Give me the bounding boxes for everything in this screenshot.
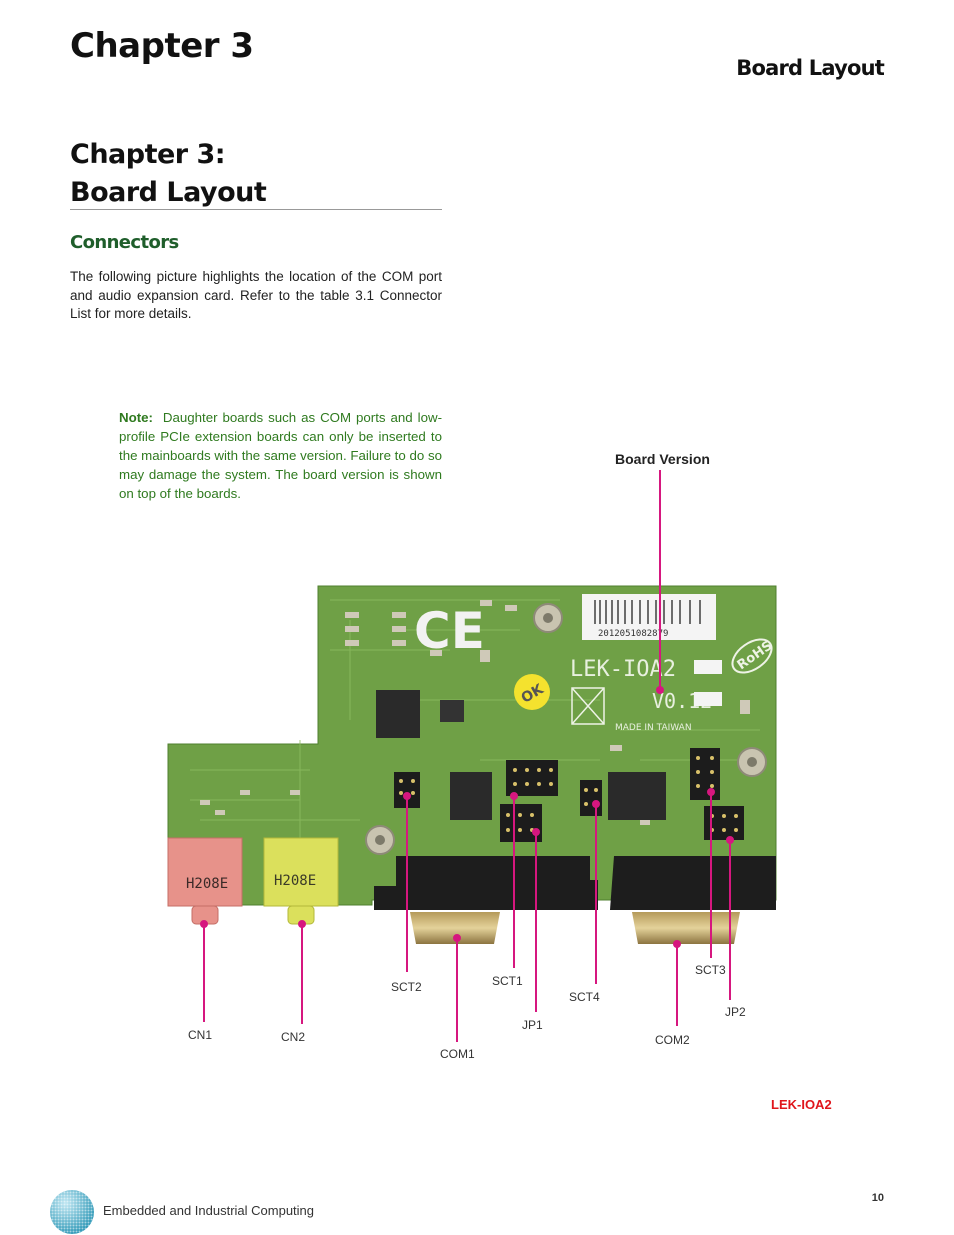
ce-mark: CE [414, 602, 485, 660]
label-cn2: CN2 [281, 1030, 306, 1044]
label-sct1: SCT1 [492, 974, 523, 988]
label-sct3: SCT3 [695, 963, 726, 977]
note-text: Daughter boards such as COM ports and lo… [119, 410, 443, 501]
svg-text:H208E: H208E [274, 873, 316, 889]
label-cn1: CN1 [188, 1028, 213, 1042]
chip-u1 [376, 690, 420, 738]
page-title-line1: Chapter 3: [70, 139, 226, 170]
serial-text: 2012051082879 [598, 629, 668, 639]
com1-shell [374, 856, 598, 910]
label-jp1: JP1 [522, 1018, 543, 1032]
regulator [440, 700, 464, 722]
page-number: 10 [871, 1192, 884, 1204]
page-title: Chapter 3: Board Layout [70, 136, 267, 212]
note-label: Note: [119, 410, 153, 425]
com2-shell [610, 856, 776, 910]
svg-text:H208E: H208E [186, 876, 228, 892]
label-com1: COM1 [440, 1047, 475, 1061]
ok-sticker [514, 674, 550, 710]
footer-company: Embedded and Industrial Computing [103, 1203, 315, 1218]
label-jp2: JP2 [725, 1005, 746, 1019]
company-logo-icon [50, 1190, 94, 1234]
connectors-description: The following picture highlights the loc… [70, 269, 442, 321]
chip-u4 [608, 772, 666, 820]
label-sct2: SCT2 [391, 980, 422, 994]
header-sct4 [580, 780, 602, 816]
board-version-label: Board Version [615, 451, 710, 467]
barcode-label [582, 594, 716, 640]
weee-icon [571, 687, 605, 725]
header-sct3 [690, 748, 720, 800]
made-in-silkscreen: MADE IN TAIWAN [615, 723, 692, 733]
label-com2: COM2 [655, 1033, 690, 1047]
model-silkscreen: LEK-IOA2 [570, 657, 676, 682]
header-sct1 [506, 760, 558, 796]
chip-u3 [450, 772, 492, 820]
label-sct4: SCT4 [569, 990, 600, 1004]
chapter-header: Chapter 3 [70, 26, 254, 66]
jack-cn2 [263, 837, 339, 907]
pcb-board [167, 585, 777, 906]
jack-cn1 [167, 837, 243, 907]
title-divider [70, 209, 442, 210]
page-title-line2: Board Layout [70, 177, 267, 208]
connectors-heading: Connectors [70, 232, 179, 253]
model-caption: LEK-IOA2 [771, 1097, 832, 1112]
section-header: Board Layout [736, 56, 885, 80]
note-paragraph: Note: Daughter boards such as COM ports … [119, 408, 442, 503]
